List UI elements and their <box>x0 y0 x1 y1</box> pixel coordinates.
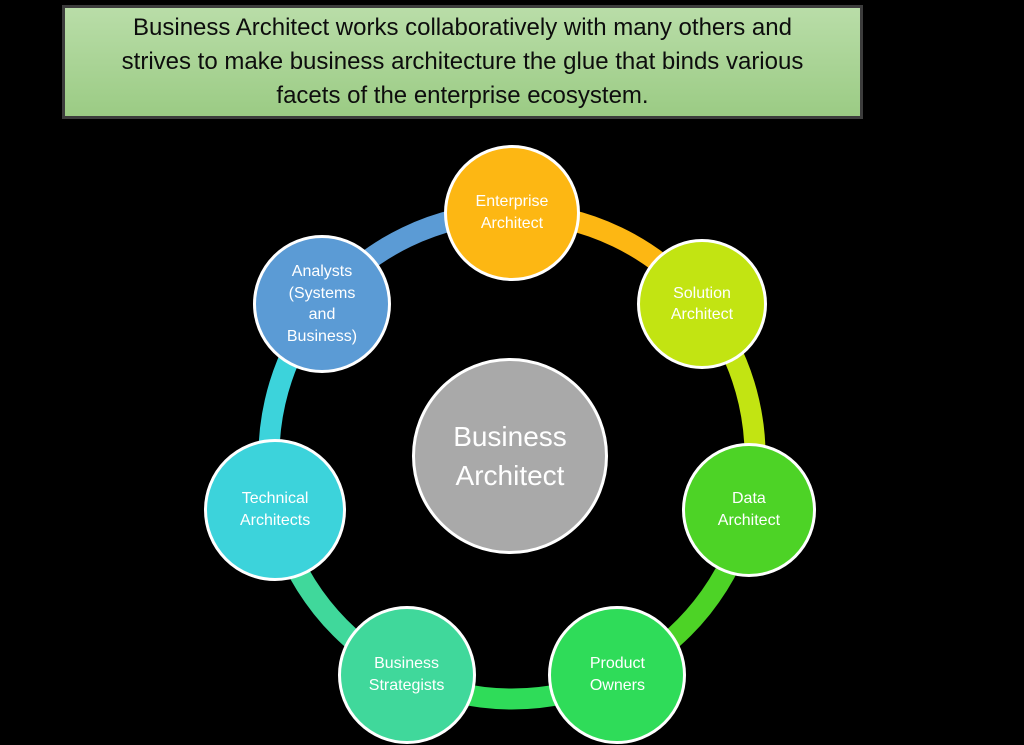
node-label-business-architect: Business Architect <box>453 420 567 491</box>
node-product-owners: Product Owners <box>548 605 687 744</box>
node-technical-architects: Technical Architects <box>204 439 347 582</box>
node-label-technical-architects: Technical Architects <box>239 490 311 530</box>
header-banner: Business Architect works collaboratively… <box>62 5 863 119</box>
node-label-solution-architect: Solution Architect <box>670 284 734 324</box>
node-business-architect: Business Architect <box>412 358 608 554</box>
node-business-strategists: Business Strategists <box>337 605 476 744</box>
header-text: Business Architect works collaboratively… <box>121 13 804 110</box>
node-label-data-architect: Data Architect <box>717 490 781 530</box>
node-label-analysts: Analysts (Systems and Business) <box>286 263 358 346</box>
node-analysts: Analysts (Systems and Business) <box>253 235 391 374</box>
node-data-architect: Data Architect <box>681 443 816 578</box>
node-label-product-owners: Product Owners <box>589 655 645 694</box>
node-solution-architect: Solution Architect <box>636 239 767 370</box>
node-enterprise-architect: Enterprise Architect <box>444 145 580 281</box>
node-label-enterprise-architect: Enterprise Architect <box>475 193 549 232</box>
node-label-business-strategists: Business Strategists <box>368 655 445 694</box>
